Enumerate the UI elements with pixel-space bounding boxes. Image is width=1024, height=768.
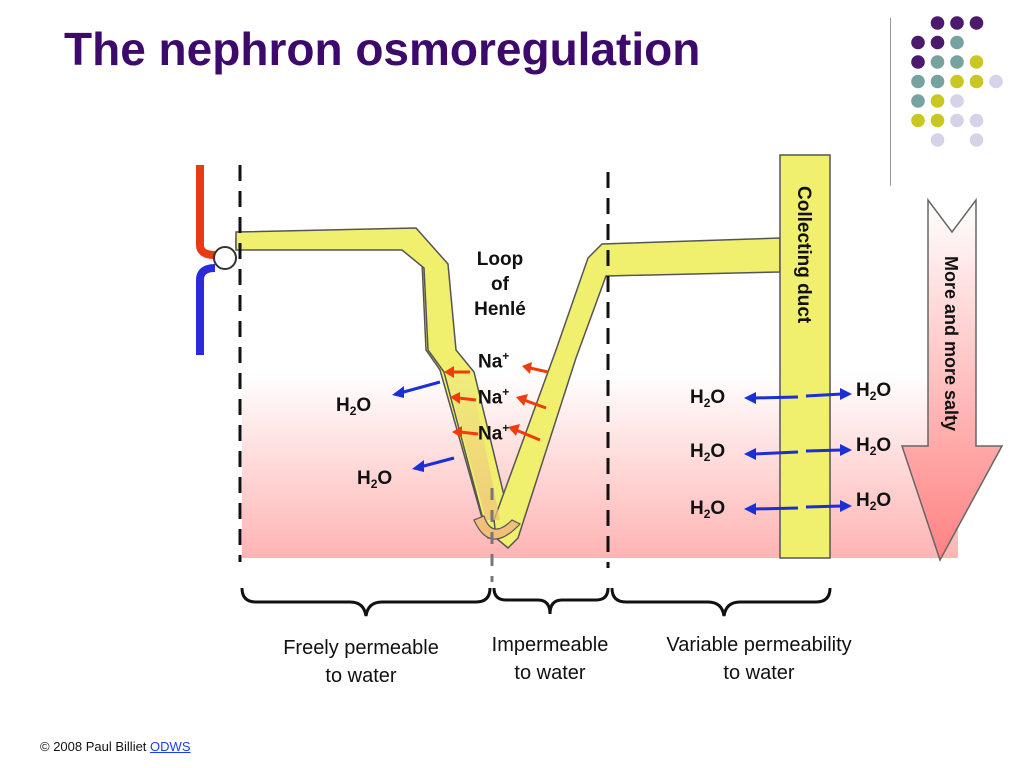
- decorative-dot: [969, 133, 984, 147]
- duct-water-arrowheads: [744, 388, 852, 515]
- sodium-label-1: Na+: [478, 349, 510, 373]
- water-arrowhead-1: [392, 386, 404, 398]
- footer: © 2008 Paul Billiet ODWS: [40, 739, 191, 754]
- sodium-label-2: Na+: [478, 385, 510, 409]
- brace-variable: [610, 587, 832, 617]
- afferent-vessel: [196, 165, 216, 259]
- decorative-dot: [911, 74, 925, 89]
- decorative-dot: [950, 16, 964, 30]
- descending-limb-shading: [446, 372, 500, 520]
- water-label-3: H2O: [690, 387, 726, 410]
- title-divider: [890, 18, 891, 186]
- decorative-dot: [911, 55, 925, 69]
- water-arrow-2: [419, 456, 455, 469]
- decorative-dot: [969, 16, 984, 30]
- water-label-4: H2O: [690, 441, 726, 464]
- decorative-dot: [911, 35, 925, 50]
- decorative-dot: [930, 113, 945, 128]
- decorative-dot: [950, 94, 964, 108]
- decorative-dot: [930, 94, 945, 108]
- sodium-arrows: [452, 366, 549, 442]
- sodium-label-3: Na+: [478, 421, 510, 445]
- water-label-6: H2O: [856, 380, 892, 403]
- decorative-dot: [930, 133, 945, 147]
- loop-bend: [473, 515, 521, 540]
- loop-label-line1: Loop: [476, 249, 524, 270]
- decorative-dot: [930, 55, 945, 69]
- water-arrowhead-2: [412, 460, 424, 472]
- decorative-dot: [911, 113, 925, 128]
- decorative-dot: [989, 74, 1003, 89]
- decorative-dot: [950, 113, 964, 128]
- decorative-dot: [969, 113, 984, 128]
- loop-of-henle-label: Loop of Henlé: [455, 247, 545, 322]
- decorative-dot: [950, 74, 964, 89]
- copyright-text: © 2008 Paul Billiet: [40, 739, 147, 754]
- decorative-dot: [930, 35, 945, 50]
- loop-label-line3: Henlé: [474, 299, 526, 320]
- brace-impermeable: [492, 587, 610, 615]
- odws-link[interactable]: ODWS: [150, 739, 191, 754]
- decorative-dot: [930, 74, 945, 89]
- decorative-dot: [930, 16, 945, 30]
- collecting-duct-label: Collecting duct: [793, 186, 814, 324]
- decorative-dot: [911, 94, 925, 108]
- more-salty-arrow: [900, 197, 1004, 562]
- water-label-8: H2O: [856, 490, 892, 513]
- page-title: The nephron osmoregulation: [64, 23, 701, 75]
- water-arrow-1: [399, 380, 441, 395]
- decorative-dot: [969, 74, 984, 89]
- water-label-2: H2O: [357, 468, 393, 491]
- water-label-7: H2O: [856, 435, 892, 458]
- efferent-vessel: [196, 264, 216, 355]
- decorative-dot: [950, 35, 964, 50]
- more-salty-label: More and more salty: [941, 256, 961, 432]
- medulla-salt-gradient: [242, 372, 958, 558]
- decorative-dot: [969, 55, 984, 69]
- sodium-arrowheads: [444, 362, 532, 438]
- collecting-duct: [779, 154, 831, 559]
- water-label-1: H2O: [336, 395, 372, 418]
- duct-water-arrows: [753, 392, 843, 511]
- loop-label-line2: of: [491, 274, 509, 295]
- bowmans-capsule: [213, 246, 237, 270]
- decorative-dot-grid: [911, 16, 1003, 147]
- water-label-5: H2O: [690, 498, 726, 521]
- brace-freely-permeable: [240, 587, 492, 617]
- decorative-dot: [950, 55, 964, 69]
